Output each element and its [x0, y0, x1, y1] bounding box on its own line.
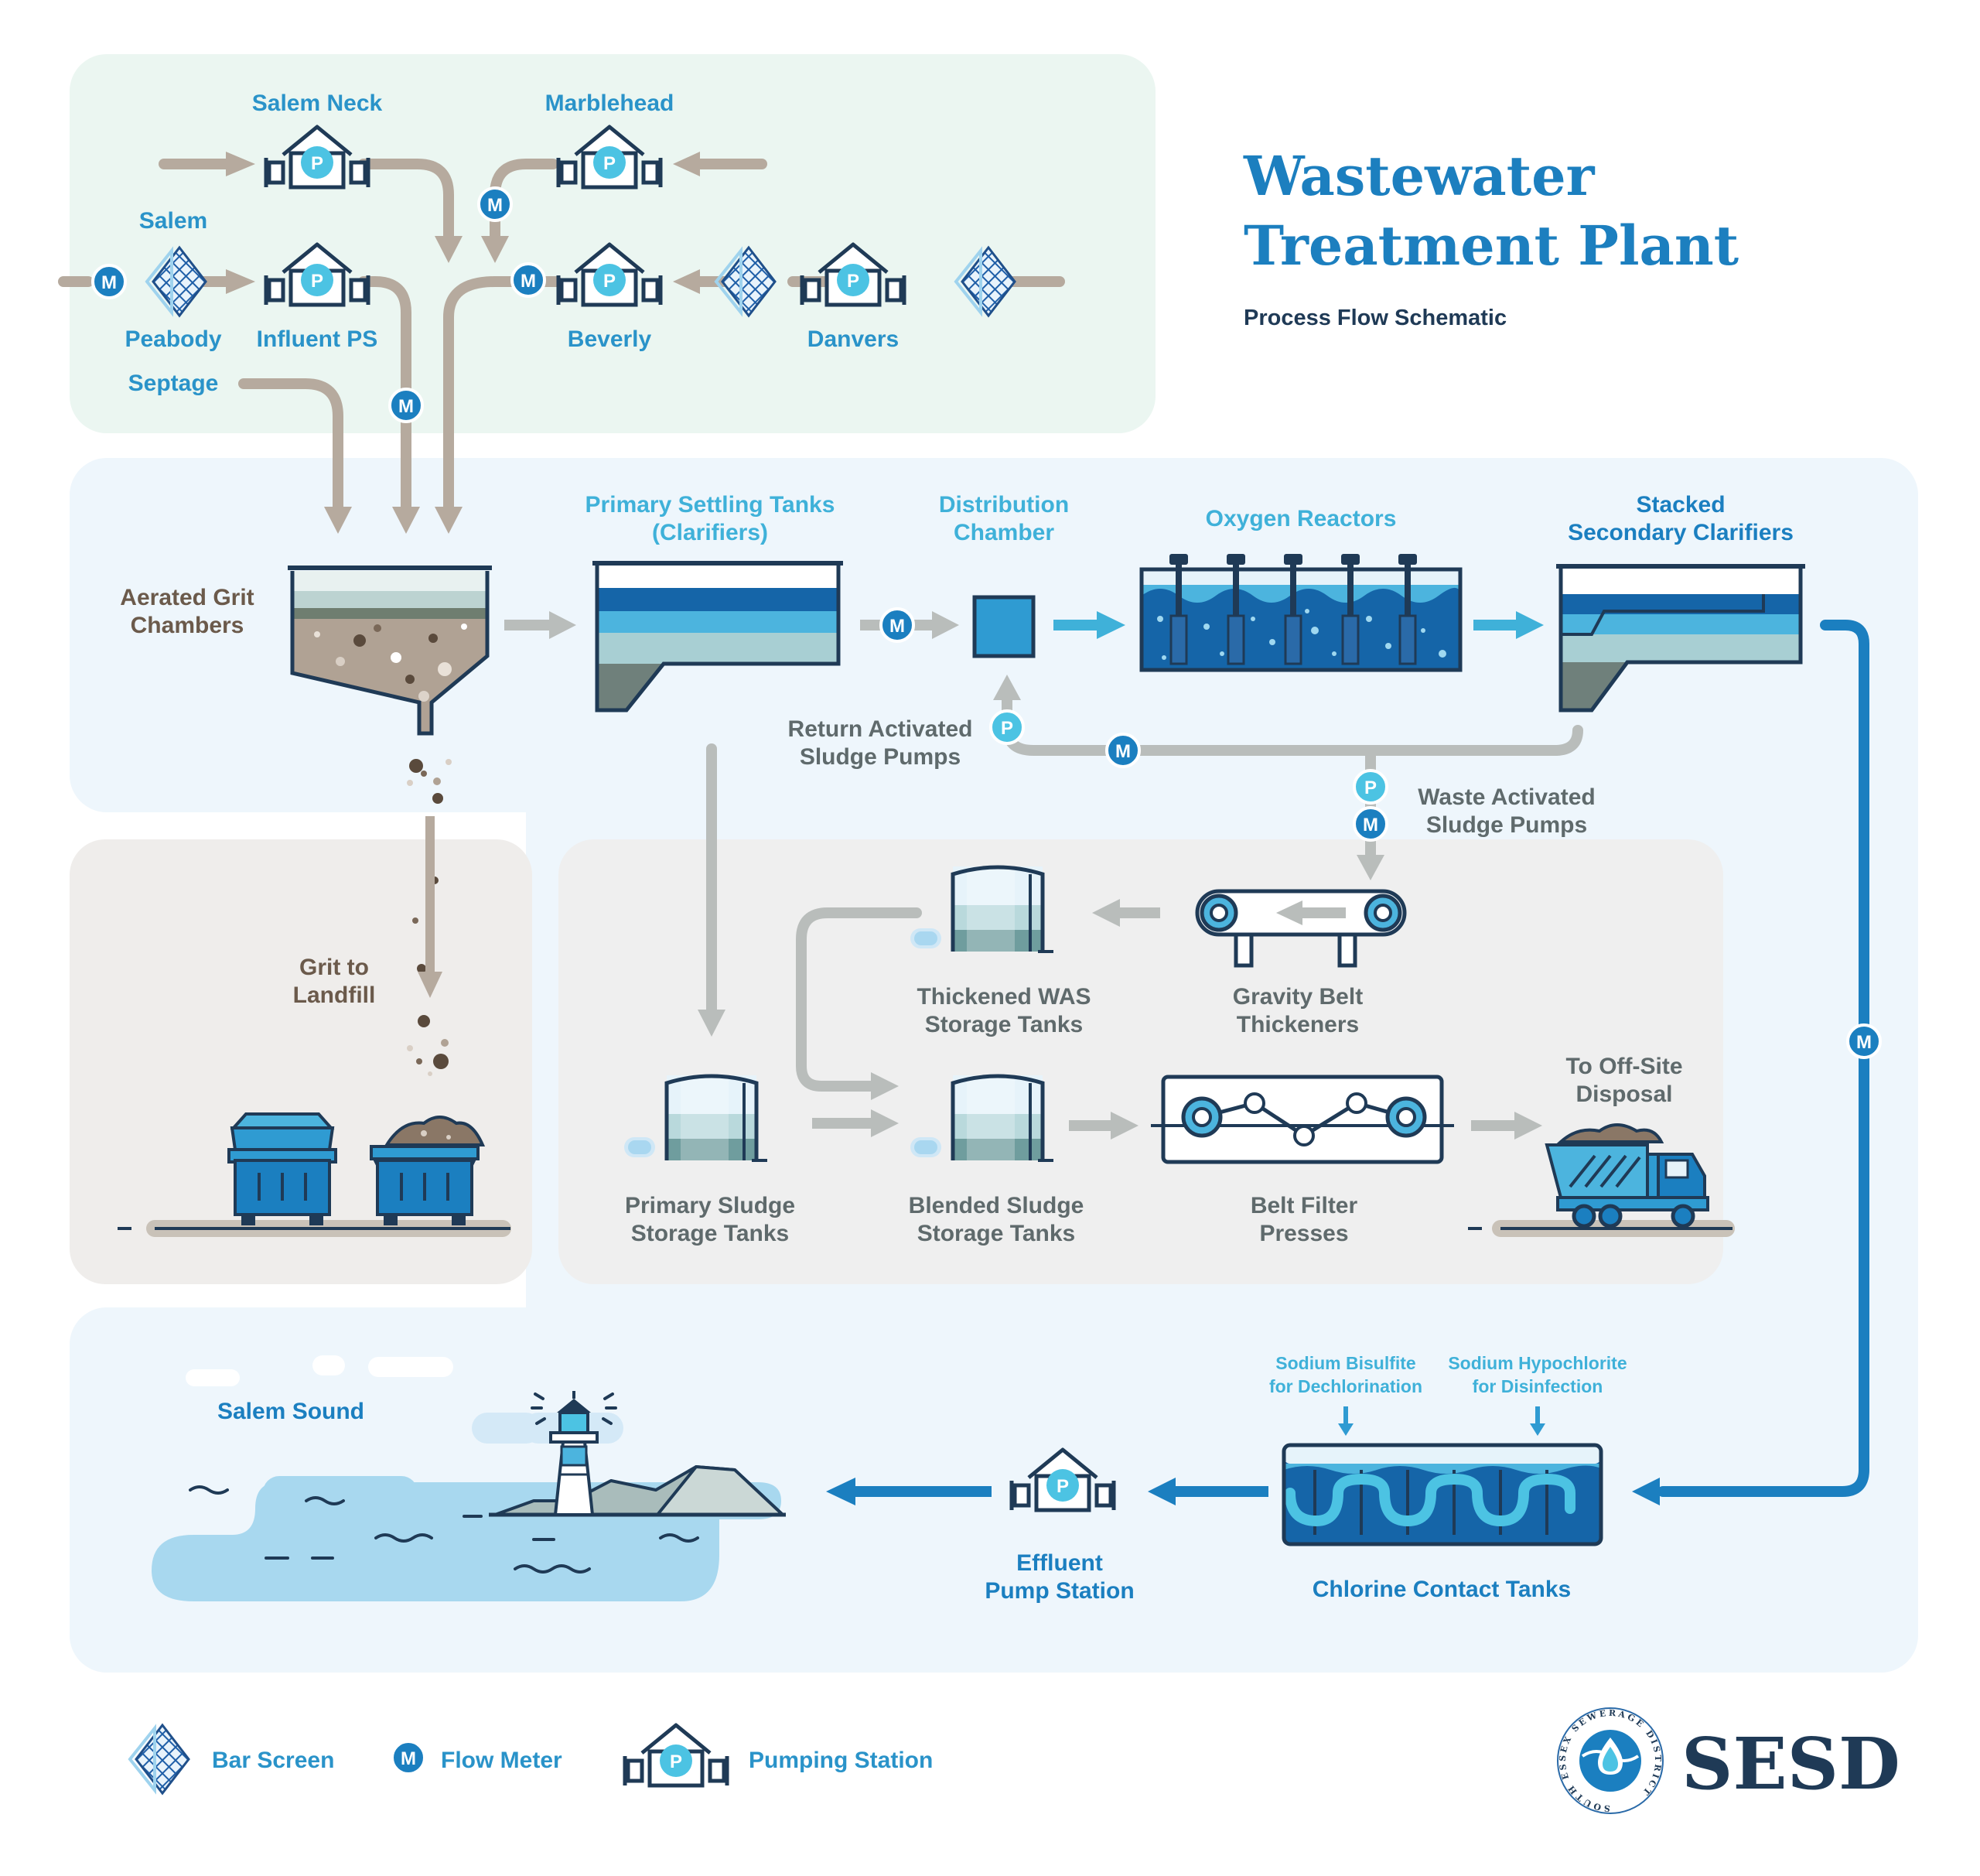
- subtitle: Process Flow Schematic: [1244, 306, 1507, 330]
- label-beverly: Beverly: [568, 326, 652, 352]
- pump-letter: P: [1057, 1476, 1069, 1497]
- label-grit-landfill-1: Grit to: [299, 955, 369, 980]
- legend-bar-screen-icon: [128, 1724, 190, 1795]
- meter-letter: M: [101, 272, 117, 293]
- sesd-logo-seal: SOUTH ESSEX SEWERAGE DISTRICT: [1557, 1707, 1664, 1814]
- grit-particles: [407, 759, 452, 1076]
- label-grit-1: Aerated Grit: [120, 585, 254, 610]
- label-chlorine-contact: Chlorine Contact Tanks: [1313, 1577, 1571, 1602]
- label-primary-2: (Clarifiers): [652, 520, 768, 545]
- label-gbt-1: Gravity Belt: [1233, 984, 1363, 1010]
- meter-letter: M: [521, 271, 536, 292]
- pump-letter: P: [603, 271, 616, 292]
- label-bisulfite-2: for Dechlorination: [1269, 1376, 1422, 1396]
- label-grit-2: Chambers: [131, 613, 244, 638]
- label-secondary-2: Secondary Clarifiers: [1568, 520, 1794, 545]
- gravity-belt-thickener: [1195, 889, 1407, 968]
- label-primary-sludge-1: Primary Sludge: [625, 1193, 795, 1218]
- title-line-1: Wastewater: [1243, 144, 1596, 208]
- aerated-grit-chamber: [288, 566, 492, 736]
- meter-letter: M: [401, 1748, 416, 1769]
- meter-letter: M: [1115, 741, 1131, 762]
- label-bfp-1: Belt Filter: [1251, 1193, 1358, 1218]
- pump-letter: P: [603, 153, 616, 174]
- meter-letter: M: [398, 396, 414, 417]
- label-distribution-1: Distribution: [939, 492, 1069, 518]
- dumpster-full: [370, 1116, 486, 1225]
- meter-letter: M: [487, 195, 503, 216]
- label-septage: Septage: [128, 371, 219, 396]
- label-bfp-2: Presses: [1259, 1221, 1348, 1246]
- pump-letter: P: [1364, 777, 1377, 798]
- label-grit-landfill-2: Landfill: [293, 982, 376, 1008]
- pump-letter: P: [1001, 718, 1013, 739]
- stacked-secondary-clarifier: [1556, 564, 1805, 712]
- pump-letter: P: [670, 1751, 682, 1772]
- distribution-chamber: [972, 595, 1036, 658]
- label-marblehead: Marblehead: [545, 91, 674, 116]
- label-oxygen-reactors: Oxygen Reactors: [1206, 506, 1397, 531]
- oxygen-reactors: [1139, 554, 1463, 672]
- label-secondary-1: Stacked: [1636, 492, 1725, 518]
- label-primary-1: Primary Settling Tanks: [585, 492, 835, 518]
- label-ras-2: Sludge Pumps: [800, 744, 961, 770]
- label-bisulfite-1: Sodium Bisulfite: [1275, 1353, 1415, 1373]
- label-distribution-2: Chamber: [954, 520, 1054, 545]
- label-danvers: Danvers: [807, 326, 899, 352]
- label-offsite-2: Disposal: [1575, 1082, 1672, 1107]
- solids-panel: [558, 839, 1723, 1284]
- legend-bar-screen-label: Bar Screen: [212, 1748, 334, 1773]
- salem-sound-scene: [152, 1355, 786, 1601]
- pump-letter: P: [847, 271, 859, 292]
- label-salem-neck: Salem Neck: [252, 91, 383, 116]
- label-twas-1: Thickened WAS: [917, 984, 1091, 1010]
- label-primary-sludge-2: Storage Tanks: [631, 1221, 790, 1246]
- label-blended-1: Blended Sludge: [909, 1193, 1084, 1218]
- label-was-1: Waste Activated: [1418, 784, 1596, 810]
- label-influent-ps: Influent PS: [257, 326, 378, 352]
- label-gbt-2: Thickeners: [1237, 1012, 1359, 1037]
- legend-pumping-station-label: Pumping Station: [749, 1748, 933, 1773]
- logo-text: SESD: [1681, 1722, 1900, 1806]
- label-effluent-pump-2: Pump Station: [985, 1578, 1134, 1604]
- label-salem-sound: Salem Sound: [217, 1399, 364, 1424]
- label-effluent-pump-1: Effluent: [1016, 1550, 1103, 1576]
- chlorine-contact-tank: [1282, 1443, 1603, 1546]
- label-twas-2: Storage Tanks: [925, 1012, 1084, 1037]
- meter-letter: M: [1363, 815, 1378, 835]
- dumpster-empty: [227, 1112, 337, 1225]
- label-blended-2: Storage Tanks: [917, 1221, 1076, 1246]
- label-salem: Salem: [139, 208, 207, 234]
- label-peabody: Peabody: [125, 326, 221, 352]
- label-ras-1: Return Activated: [788, 716, 973, 742]
- disposal-truck: [1545, 1123, 1709, 1228]
- belt-filter-press: [1151, 1075, 1454, 1164]
- meter-letter: M: [1856, 1032, 1872, 1053]
- meter-letter: M: [889, 616, 905, 637]
- legend-flow-meter-label: Flow Meter: [441, 1748, 562, 1773]
- label-hypochlorite-1: Sodium Hypochlorite: [1448, 1353, 1627, 1373]
- label-offsite-1: To Off-Site: [1565, 1054, 1682, 1079]
- primary-settling-tank: [592, 561, 843, 712]
- label-hypochlorite-2: for Disinfection: [1473, 1376, 1603, 1396]
- pump-letter: P: [311, 271, 323, 292]
- pump-letter: P: [311, 153, 323, 174]
- twas-to-blended-line: [796, 907, 922, 1092]
- label-was-2: Sludge Pumps: [1426, 812, 1587, 838]
- title-line-2: Treatment Plant: [1244, 214, 1739, 278]
